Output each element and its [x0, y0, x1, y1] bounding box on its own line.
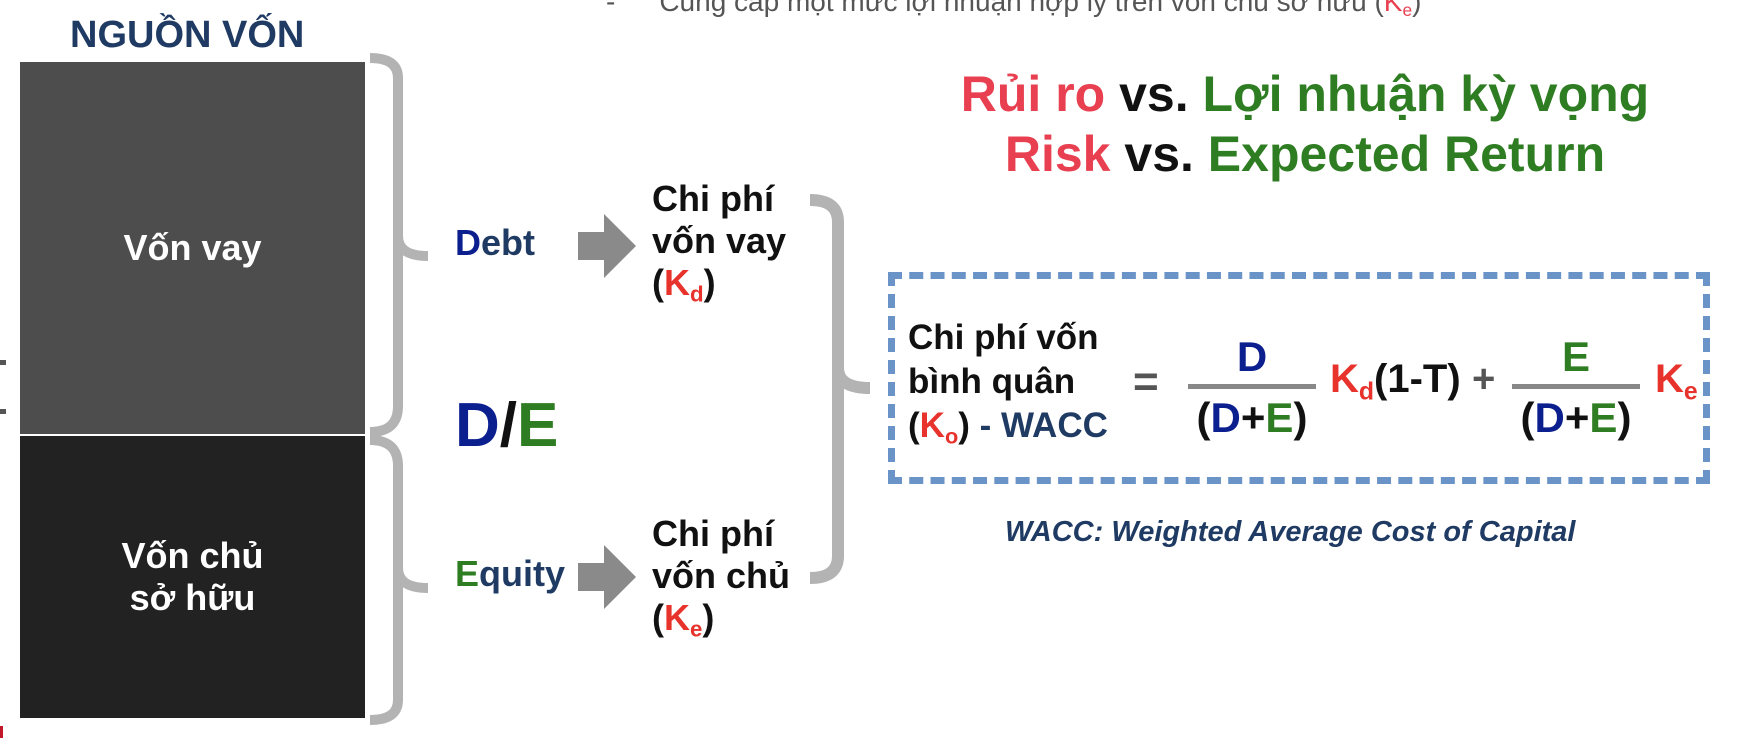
ke-term: Ke: [1655, 357, 1698, 406]
equity-weight-fraction: E (D+E): [1512, 332, 1640, 443]
wacc-formula-box: [888, 272, 1710, 484]
cost-debt-line1: Chi phí: [652, 178, 774, 219]
bullet-k-sub: e: [1402, 0, 1413, 21]
frac-d-bar: [1188, 384, 1316, 389]
debt-rest: ebt: [481, 222, 535, 263]
bullet-k: K: [1383, 0, 1403, 17]
cost-of-equity: Chi phí vốn chủ (Ke): [652, 513, 822, 642]
cost-debt-symbol: (Kd): [652, 262, 716, 307]
debt-arrow-icon: [578, 214, 636, 278]
headline-vietnamese: Rủi ro vs. Lợi nhuận kỳ vọng: [960, 66, 1650, 122]
frac-d-numerator: D: [1236, 333, 1268, 380]
bullet-text: Cung cấp một mức lợi nhuận hợp lý trên v…: [659, 0, 1384, 17]
debt-label: Debt: [455, 222, 535, 264]
cost-equity-line2: vốn chủ: [652, 555, 791, 596]
wacc-label-line1: Chi phí vốn: [908, 318, 1099, 357]
wacc-label-line3: (Ko) - WACC: [908, 406, 1108, 449]
bullet-close: ): [1412, 0, 1422, 17]
cost-debt-line2: vốn vay: [652, 220, 787, 261]
equity-block-label-line2: sở hữu: [129, 577, 256, 618]
debt-brace-top: [369, 53, 429, 261]
equity-block-label-line1: Vốn chủ: [121, 535, 264, 576]
cost-of-debt: Chi phí vốn vay (Kd): [652, 178, 822, 307]
wacc-label: Chi phí vốn bình quân (Ko) - WACC: [908, 316, 1168, 448]
ratio-d: D: [455, 391, 500, 460]
frac-d-denominator: (D+E): [1196, 394, 1308, 441]
cost-equity-line1: Chi phí: [652, 513, 774, 554]
debt-weight-fraction: D (D+E): [1188, 332, 1316, 443]
frac-e-bar: [1512, 384, 1640, 389]
left-edge-mark: [0, 360, 6, 414]
top-bullet-text: - Cung cấp một mức lợi nhuận hợp lý trên …: [606, 0, 1422, 21]
ratio-e: E: [517, 391, 559, 460]
cost-equity-symbol: (Ke): [652, 597, 715, 642]
frac-e-denominator: (D+E): [1520, 394, 1632, 441]
equity-initial: E: [455, 553, 480, 594]
debt-equity-ratio: D/E: [455, 390, 558, 461]
cost-brace-bottom: [809, 368, 844, 584]
equity-arrow-icon: [578, 545, 636, 609]
ratio-slash: /: [499, 391, 518, 460]
debt-capital-block: Vốn vay: [20, 62, 365, 434]
frac-e-numerator: E: [1561, 333, 1590, 380]
debt-brace-bottom: [369, 236, 403, 437]
bullet-dash: -: [606, 0, 616, 17]
headline-english: Risk vs. Expected Return: [1004, 126, 1606, 182]
wacc-label-line2: bình quân: [908, 362, 1076, 401]
equals-sign: =: [1133, 357, 1159, 406]
corner-red-mark: [0, 726, 3, 738]
equity-rest: quity: [479, 553, 566, 594]
wacc-caption: WACC: Weighted Average Cost of Capital: [1005, 516, 1576, 548]
equity-label: Equity: [455, 553, 565, 595]
kd-term: Kd(1-T): [1330, 357, 1461, 406]
equity-capital-block: Vốn chủ sở hữu: [20, 436, 365, 718]
equity-brace-bottom: [369, 568, 403, 725]
equity-brace-top: [369, 435, 429, 593]
capital-sources-heading: NGUỒN VỐN: [70, 14, 305, 56]
cost-brace-top: [809, 194, 871, 394]
debt-block-label: Vốn vay: [123, 227, 262, 268]
risk-return-headline: Rủi ro vs. Lợi nhuận kỳ vọng Risk vs. Ex…: [880, 64, 1730, 184]
debt-initial: D: [455, 222, 481, 263]
plus-sign: +: [1472, 357, 1496, 401]
